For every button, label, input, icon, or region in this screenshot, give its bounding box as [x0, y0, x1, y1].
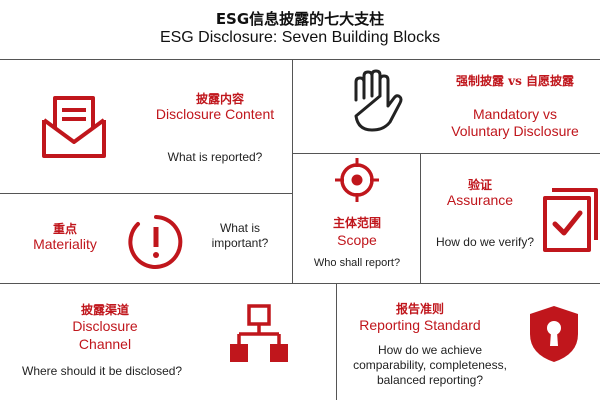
- channel-question: Where should it be disclosed?: [22, 364, 183, 378]
- assurance-title-cn: 验证: [467, 178, 492, 192]
- standard-title-cn: 报告准则: [395, 302, 444, 316]
- exclamation-icon: [128, 215, 183, 269]
- standard-question-line2: comparability, completeness,: [353, 358, 507, 372]
- divider-vertical-scope: [420, 153, 421, 284]
- content-question: What is reported?: [167, 150, 263, 164]
- mandatory-title-en-line1: Mandatory vs: [472, 106, 558, 122]
- target-icon: [335, 158, 379, 202]
- materiality-title-en: Materiality: [33, 236, 97, 252]
- materiality-title-cn: 重点: [52, 222, 77, 236]
- materiality-question-line2: important?: [211, 236, 269, 250]
- divider-right-mid: [292, 153, 600, 154]
- content-title-en: Disclosure Content: [155, 106, 275, 122]
- assurance-question: How do we verify?: [435, 235, 535, 249]
- scope-title-en: Scope: [337, 232, 377, 248]
- divider-lower: [0, 283, 600, 284]
- content-title-cn: 披露内容: [195, 92, 244, 106]
- page-title-chinese: ESG信息披露的七大支柱: [215, 10, 385, 28]
- divider-top: [0, 59, 600, 60]
- mandatory-title-cn: 强制披露 vs 自愿披露: [455, 74, 575, 88]
- envelope-icon: [42, 96, 106, 158]
- shield-keyhole-icon: [530, 306, 578, 362]
- scope-title-cn: 主体范围: [332, 216, 381, 230]
- channel-title-en-line2: Channel: [78, 336, 132, 352]
- hand-icon: [354, 69, 403, 132]
- divider-vertical-top: [292, 59, 293, 284]
- scope-question: Who shall report?: [313, 257, 401, 269]
- mandatory-title-en-line2: Voluntary Disclosure: [451, 123, 579, 139]
- channel-title-cn: 披露渠道: [80, 303, 129, 317]
- standard-question-line3: balanced reporting?: [376, 373, 484, 387]
- materiality-question-line1: What is: [219, 221, 260, 235]
- divider-left-mid: [0, 193, 293, 194]
- assurance-title-en: Assurance: [446, 192, 514, 208]
- divider-vertical-bottom: [336, 283, 337, 400]
- standard-title-en: Reporting Standard: [359, 317, 481, 333]
- hierarchy-icon: [230, 304, 288, 362]
- standard-question-line1: How do we achieve: [377, 343, 483, 357]
- checkbox-icon: [543, 188, 598, 252]
- page-title-english: ESG Disclosure: Seven Building Blocks: [159, 29, 441, 46]
- channel-title-en-line1: Disclosure: [72, 318, 138, 334]
